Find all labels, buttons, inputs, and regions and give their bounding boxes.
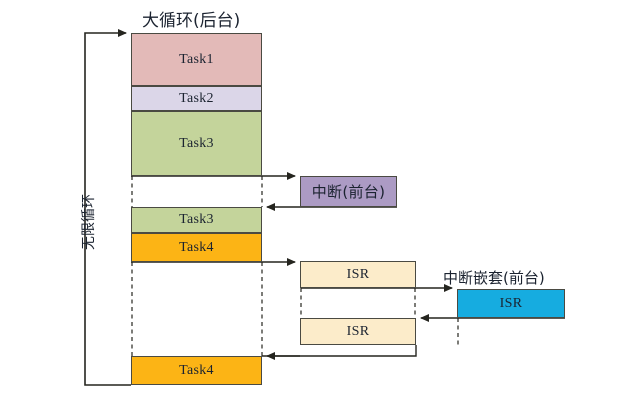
task-box-task1: Task1 <box>131 33 262 86</box>
task-label: Task4 <box>179 362 214 378</box>
task-box-task4-first: Task4 <box>131 233 262 262</box>
isr-label: ISR <box>346 323 370 339</box>
task-label: Task4 <box>179 239 214 255</box>
dashed-guides <box>131 176 459 356</box>
label-infinite-loop: 无限循环 <box>81 194 97 250</box>
isr-box-nested: ISR <box>457 289 565 318</box>
arrow-isr-return-segment <box>262 345 417 357</box>
title-main-loop: 大循环(后台) <box>142 11 241 31</box>
isr-box-second: ISR <box>300 318 416 345</box>
task-label: Task3 <box>179 135 214 151</box>
task-box-task2: Task2 <box>131 86 262 111</box>
task-box-task3-second: Task3 <box>131 207 262 233</box>
isr-nested-label: ISR <box>499 295 523 311</box>
task-box-task3-first: Task3 <box>131 111 262 176</box>
task-label: Task3 <box>179 212 214 227</box>
isr-box-first: ISR <box>300 261 416 288</box>
isr-label: ISR <box>346 266 370 282</box>
task-label: Task2 <box>179 90 214 106</box>
interrupt-label: 中断(前台) <box>311 183 386 201</box>
title-nested-interrupt: 中断嵌套(前台) <box>443 269 545 287</box>
interrupt-foreground-box: 中断(前台) <box>300 176 397 207</box>
task-box-task4-second: Task4 <box>131 356 262 385</box>
task-label: Task1 <box>179 51 214 67</box>
infinite-loop-path <box>84 29 131 386</box>
